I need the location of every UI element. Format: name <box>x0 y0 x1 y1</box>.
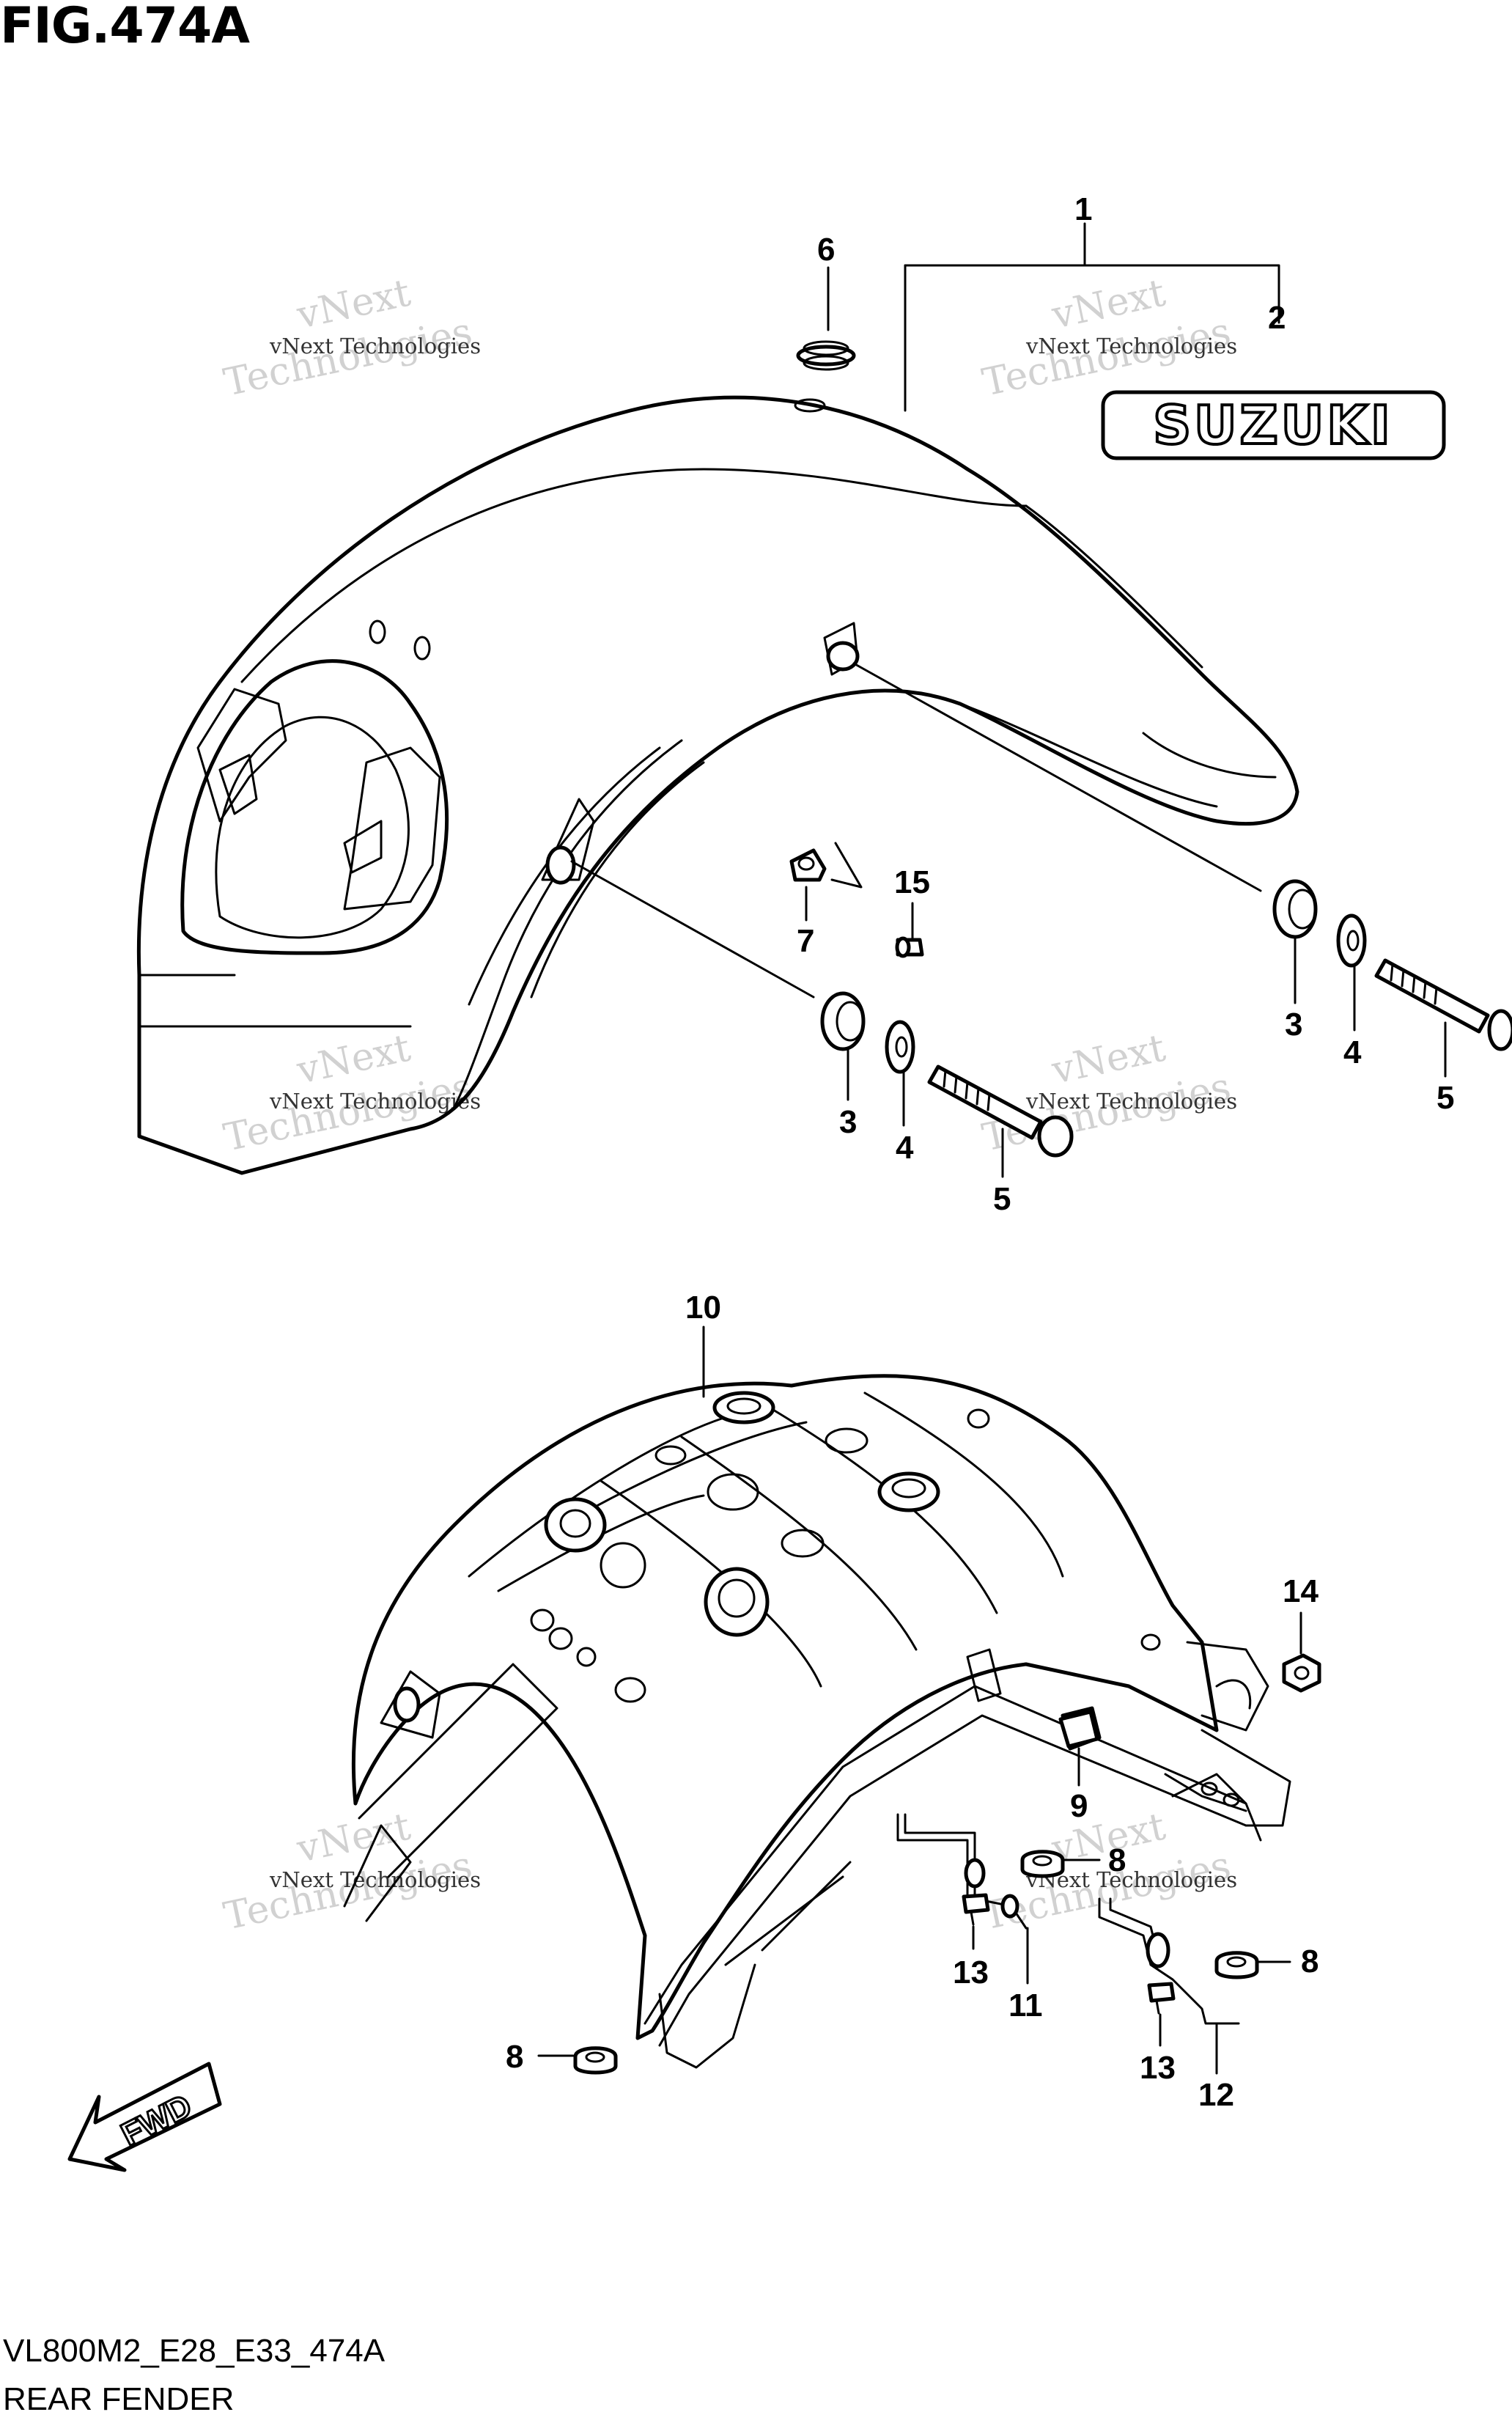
svg-text:7: 7 <box>797 923 814 959</box>
part-5-bolt-left <box>927 1065 1074 1158</box>
callout-7: 7 <box>797 886 814 959</box>
callout-1-bracket <box>904 264 1280 324</box>
svg-text:1: 1 <box>1074 191 1092 227</box>
callout-15: 15 <box>894 864 930 940</box>
svg-text:3: 3 <box>839 1104 857 1140</box>
callout-8-left: 8 <box>506 2039 523 2075</box>
svg-text:12: 12 <box>1198 2077 1234 2113</box>
callout-13-left: 13 <box>953 1925 989 1990</box>
fwd-arrow-icon: FWD <box>67 2062 222 2172</box>
callout-8-center: 8 <box>1108 1842 1126 1878</box>
svg-text:4: 4 <box>1343 1034 1362 1070</box>
svg-text:13: 13 <box>953 1955 989 1990</box>
part-5-bolt-right <box>1374 958 1512 1051</box>
callout-4-right: 4 <box>1343 965 1362 1070</box>
part-8-nut-center <box>1020 1850 1101 1878</box>
svg-text:13: 13 <box>1140 2050 1176 2086</box>
part-10-inner-fender <box>343 1374 1291 2069</box>
part-9-label <box>1058 1710 1099 1749</box>
part-13-screw-right <box>1147 1982 1176 2015</box>
svg-text:vNext Technologies: vNext Technologies <box>269 1867 481 1892</box>
callout-1: 1 <box>1074 191 1092 227</box>
callout-13-right: 13 <box>1140 2013 1176 2086</box>
callout-8-right: 8 <box>1301 1944 1319 1979</box>
callout-5-left: 5 <box>993 1128 1011 1217</box>
svg-text:9: 9 <box>1070 1788 1088 1824</box>
svg-text:8: 8 <box>1108 1842 1126 1878</box>
callout-6: 6 <box>817 232 835 268</box>
part-8-nut-left <box>537 2046 618 2075</box>
part-8-nut-right <box>1214 1951 1291 1979</box>
svg-text:vNext Technologies: vNext Technologies <box>1025 334 1237 359</box>
callout-2: 2 <box>1268 300 1286 336</box>
part-15-screw <box>895 936 924 958</box>
callout-4-left: 4 <box>896 1070 914 1166</box>
leader-left-mount <box>570 860 815 999</box>
watermark-1: vNext Technologies vNext Technologies <box>220 271 481 405</box>
suzuki-badge: SUZUKI <box>1101 390 1446 460</box>
svg-text:6: 6 <box>817 232 835 268</box>
svg-text:vNext Technologies: vNext Technologies <box>269 334 481 359</box>
svg-text:vNext Technologies: vNext Technologies <box>269 1089 481 1114</box>
svg-text:5: 5 <box>993 1181 1011 1217</box>
svg-text:2: 2 <box>1268 300 1286 336</box>
svg-text:14: 14 <box>1283 1573 1319 1609</box>
watermark-4: vNext Technologies vNext Technologies <box>978 1026 1237 1161</box>
figure-code: VL800M2_E28_E33_474A <box>3 2333 386 2369</box>
callout-3-right: 3 <box>1285 935 1302 1043</box>
part-3-spacer-left <box>820 991 866 1051</box>
leader-right-mount <box>852 662 1262 892</box>
part-3-spacer-right <box>1272 879 1318 939</box>
part-12-bracket <box>1098 1897 1240 2025</box>
part-6-grommet <box>796 266 856 371</box>
callout-11: 11 <box>1008 1927 1043 2023</box>
svg-text:SUZUKI: SUZUKI <box>1153 394 1393 456</box>
callout-9: 9 <box>1070 1747 1088 1824</box>
callout-5-right: 5 <box>1437 1021 1454 1116</box>
svg-text:8: 8 <box>1301 1944 1319 1979</box>
figure-title: FIG.474A <box>0 0 250 55</box>
svg-text:vNext Technologies: vNext Technologies <box>1025 1089 1237 1114</box>
watermark-3: vNext Technologies vNext Technologies <box>220 1026 481 1161</box>
callout-3-left: 3 <box>839 1048 857 1140</box>
svg-text:3: 3 <box>1285 1007 1302 1043</box>
svg-text:5: 5 <box>1437 1080 1454 1116</box>
callout-12: 12 <box>1198 2023 1234 2113</box>
svg-text:4: 4 <box>896 1130 914 1166</box>
svg-text:15: 15 <box>894 864 930 900</box>
part-11-bracket <box>896 1813 1028 1930</box>
part-14-nut <box>1282 1653 1321 1693</box>
callout-10: 10 <box>685 1290 721 1398</box>
figure-name: REAR FENDER <box>3 2381 235 2417</box>
part-7-clip <box>789 848 827 882</box>
svg-text:8: 8 <box>506 2039 523 2075</box>
part-4-washer-right <box>1336 913 1367 968</box>
svg-text:11: 11 <box>1008 1988 1043 2023</box>
part-4-washer-left <box>885 1020 915 1074</box>
part-13-screw-left <box>962 1893 990 1926</box>
svg-text:10: 10 <box>685 1290 721 1326</box>
rear-fender <box>136 395 1299 1175</box>
callout-14: 14 <box>1283 1573 1319 1655</box>
watermark-2: vNext Technologies vNext Technologies <box>978 271 1237 405</box>
